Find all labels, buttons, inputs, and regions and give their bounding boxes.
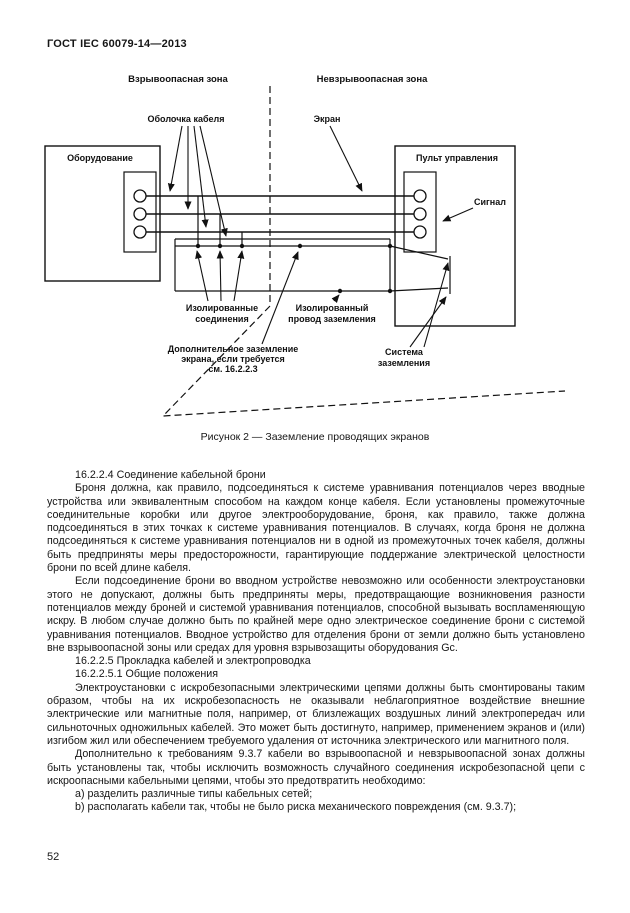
- non-hazardous-zone-label: Невзрывоопасная зона: [317, 74, 428, 85]
- terminal-icon: [133, 189, 147, 203]
- additional-earthing-arrow: [261, 251, 299, 345]
- document-body: 16.2.2.4 Соединение кабельной брони Брон…: [47, 469, 585, 815]
- equipment-label: Оборудование: [67, 153, 133, 163]
- list-item-b: b) располагать кабели так, чтобы не было…: [75, 801, 517, 814]
- cable-sheath-label: Оболочка кабеля: [148, 114, 225, 124]
- additional-earthing-label: экрана, если требуется: [181, 354, 285, 364]
- earthing-system-label: заземления: [378, 358, 430, 368]
- additional-earthing-label: Дополнительное заземление: [168, 344, 298, 354]
- paragraph: Если подсоединение брони во вводном устр…: [47, 575, 585, 654]
- paragraph: Дополнительно к требованиям 9.3.7 кабели…: [47, 748, 585, 787]
- insulated-connections-label: соединения: [195, 314, 248, 324]
- terminal-icon: [133, 225, 147, 239]
- insulated-connections-arrows: [195, 250, 245, 302]
- equipment-box: Оборудование: [44, 145, 161, 282]
- insulated-earth-wire-label: Изолированный: [296, 303, 369, 313]
- terminal-icon: [413, 207, 427, 221]
- signal-arrow: [442, 207, 474, 222]
- paragraph: Броня должна, как правило, подсоединятьс…: [47, 482, 585, 575]
- cable-sheath-arrows: [167, 125, 228, 237]
- paragraph: Электроустановки с искробезопасными элек…: [47, 681, 585, 747]
- terminal-icon: [413, 189, 427, 203]
- insulated-earth-wire-arrow: [331, 294, 340, 303]
- screen-arrow: [329, 125, 363, 192]
- earthing-system-label: Система: [385, 347, 424, 357]
- screen-and-earth-lines: [174, 196, 451, 294]
- terminal-icon: [413, 225, 427, 239]
- control-panel-box: Пульт управления: [394, 145, 516, 327]
- clause-heading-16-2-2-5: 16.2.2.5 Прокладка кабелей и электропров…: [75, 655, 311, 668]
- screen-label: Экран: [314, 114, 341, 124]
- insulated-connections-label: Изолированные: [186, 303, 258, 313]
- list-item-a: a) разделить различные типы кабельных се…: [75, 788, 313, 801]
- insulated-earth-wire-label: провод заземления: [288, 314, 376, 324]
- clause-heading-16-2-2-5-1: 16.2.2.5.1 Общие положения: [75, 668, 219, 681]
- page-number: 52: [47, 851, 60, 863]
- figure-2-diagram: Взрывоопасная зона Невзрывоопасная зона …: [44, 74, 566, 417]
- earthing-system-arrows: [409, 262, 450, 348]
- hazardous-zone-label: Взрывоопасная зона: [128, 74, 228, 85]
- control-panel-label: Пульт управления: [416, 153, 498, 163]
- terminal-icon: [133, 207, 147, 221]
- document-header: ГОСТ IEC 60079-14—2013: [47, 38, 187, 50]
- additional-earthing-label: см. 16.2.2.3: [208, 364, 257, 374]
- signal-label: Сигнал: [474, 197, 506, 207]
- figure-caption: Рисунок 2 — Заземление проводящих экрано…: [200, 431, 430, 443]
- clause-heading-16-2-2-4: 16.2.2.4 Соединение кабельной брони: [75, 469, 266, 481]
- cable-wires: [146, 195, 414, 233]
- junction-dots: [195, 243, 393, 294]
